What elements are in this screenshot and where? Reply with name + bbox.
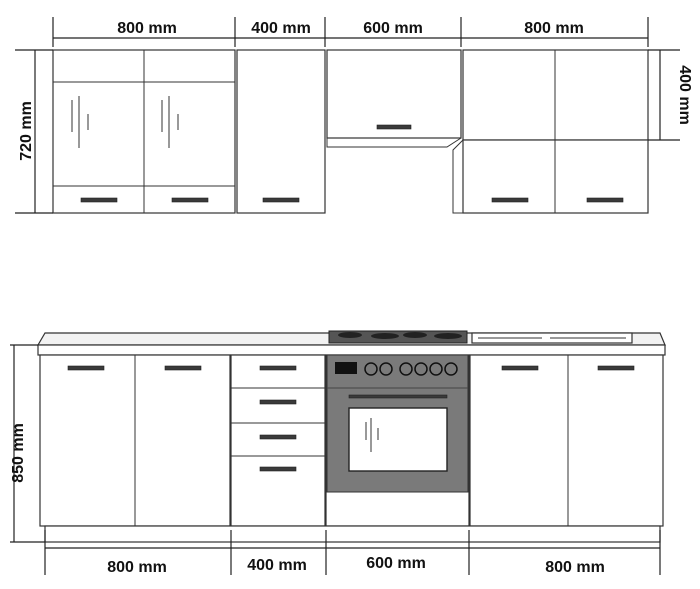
door-handle (262, 197, 300, 203)
knob-icon (399, 362, 413, 376)
knob-icon (414, 362, 428, 376)
glass-door-reflection-right (161, 96, 179, 148)
knob-icon (444, 362, 458, 376)
oven-handle (348, 394, 448, 399)
upper-cabinets (52, 49, 649, 214)
door-handle (67, 365, 105, 371)
drawer-handle (259, 466, 297, 472)
upper-dimension-lines (15, 17, 680, 214)
upper-height-label: 720 mm (18, 101, 35, 161)
lower-dimension-lines (10, 344, 661, 575)
upper-width-label-800-right: 800 mm (524, 20, 584, 37)
hood-height-label: 400 mm (676, 65, 693, 125)
door-handle (164, 365, 202, 371)
knob-icon (364, 362, 378, 376)
hood-cabinet-600 (326, 49, 462, 139)
upper-width-label-600: 600 mm (363, 20, 423, 37)
door-handle (597, 365, 635, 371)
lower-height-label: 850 mm (10, 423, 27, 483)
oven-display (335, 362, 357, 374)
glass-door-reflection-left (71, 96, 89, 148)
drawer-handle (259, 365, 297, 371)
hood-handle (376, 124, 412, 130)
lower-width-label-600: 600 mm (366, 555, 426, 572)
door-handle (586, 197, 624, 203)
knob-icon (379, 362, 393, 376)
drawer-handle (80, 197, 118, 203)
door-handle (491, 197, 529, 203)
knob-icon (429, 362, 443, 376)
lower-width-label-400: 400 mm (247, 557, 307, 574)
upper-width-label-800-left: 800 mm (117, 20, 177, 37)
drawer-handle (259, 399, 297, 405)
drawer-handle (259, 434, 297, 440)
drawer-handle (171, 197, 209, 203)
oven-window (348, 407, 448, 472)
upper-cabinet-400 (236, 49, 326, 214)
base-drawer-unit-400 (230, 354, 326, 527)
door-handle (501, 365, 539, 371)
upper-width-label-400: 400 mm (251, 20, 311, 37)
lower-cabinets (36, 330, 666, 543)
lower-width-label-800-right: 800 mm (545, 559, 605, 576)
lower-width-label-800-left: 800 mm (107, 559, 167, 576)
countertop-edge (37, 344, 666, 356)
plinth (44, 525, 661, 543)
base-cabinet-800-right (469, 354, 664, 527)
